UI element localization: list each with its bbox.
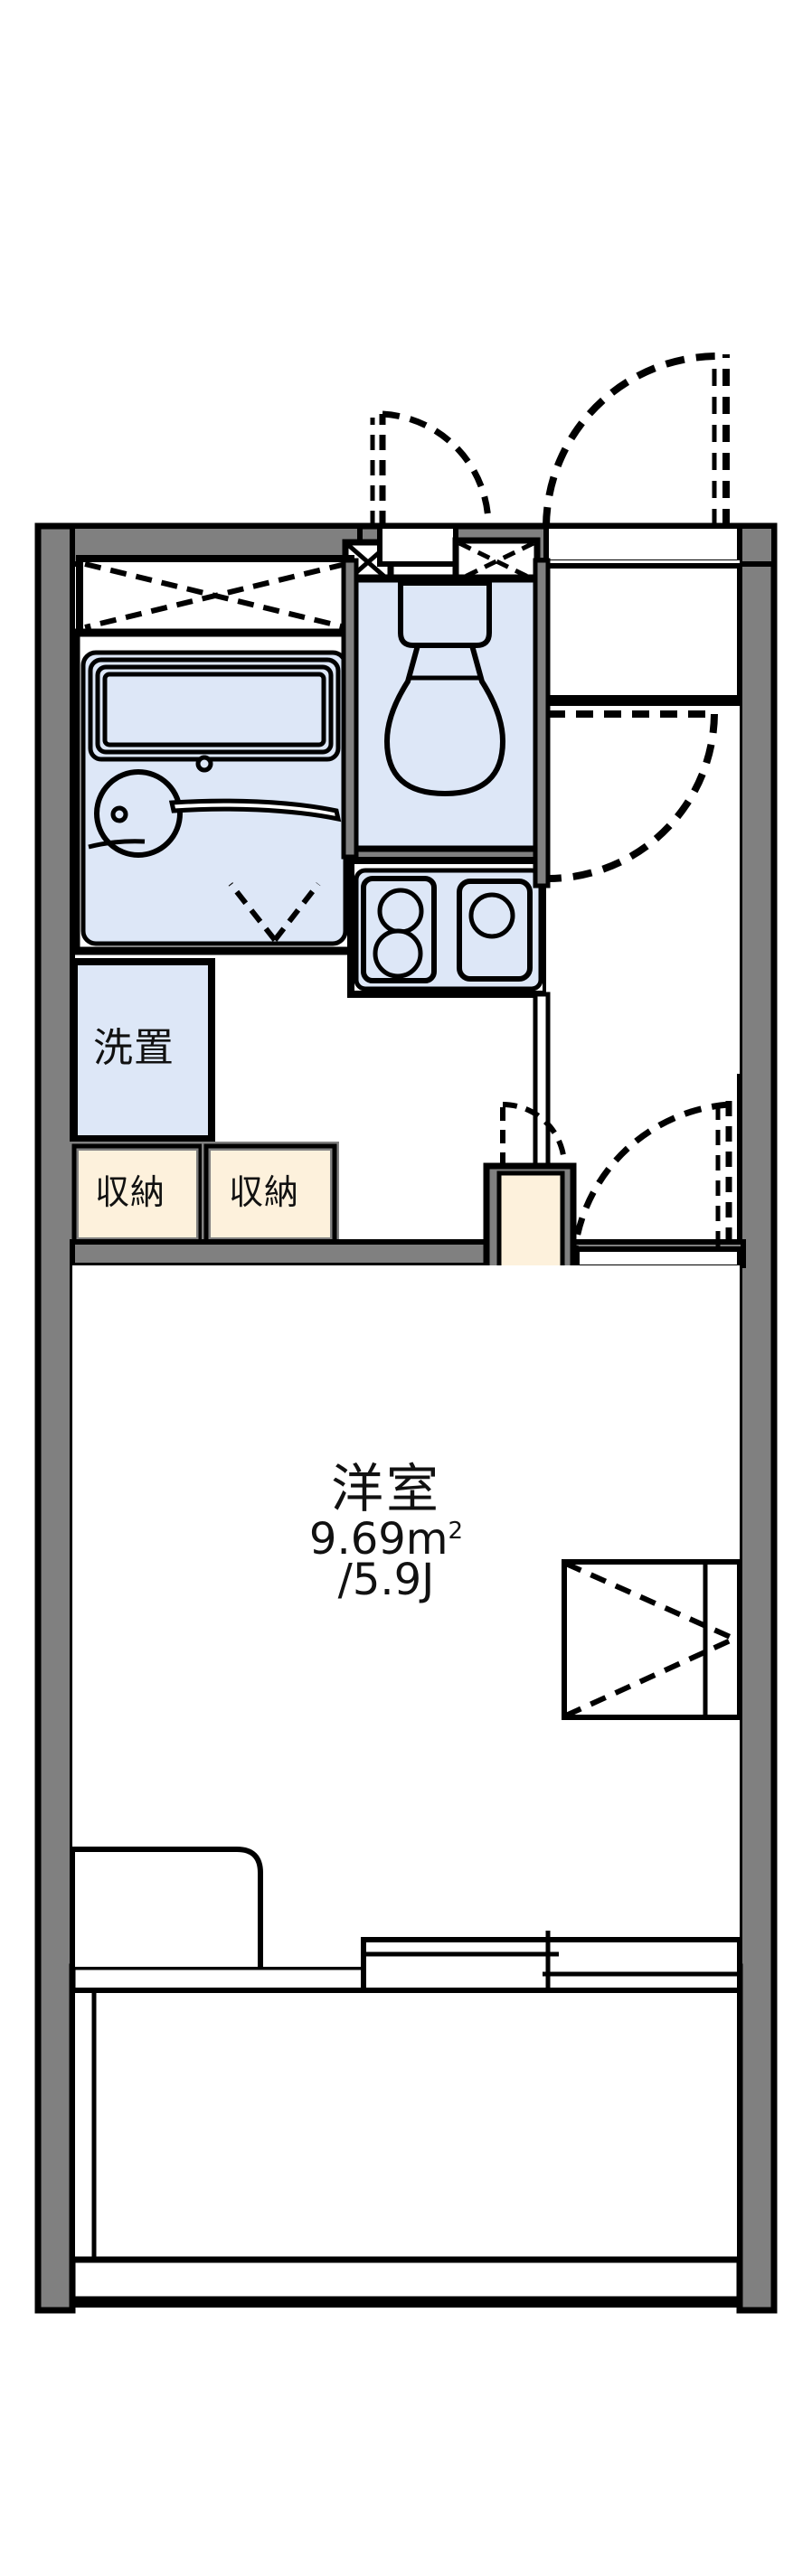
main-room-area-sqm: 9.69m2: [237, 1518, 535, 1562]
room-door-threshold: [574, 1246, 742, 1270]
sink-drain-icon: [468, 892, 515, 939]
main-room-area-superscript: 2: [448, 1518, 464, 1546]
vent-right-cross: [458, 541, 535, 582]
wash-basin-bowl: [94, 769, 183, 858]
main-room: [70, 1265, 742, 1967]
wash-counter-edge: [168, 798, 342, 823]
storage-row: [70, 1142, 339, 1246]
entrance-door-threshold: [543, 523, 742, 565]
stove-burner-2-icon: [373, 928, 423, 979]
main-room-name: 洋室: [330, 1458, 441, 1519]
entrance-door: [543, 353, 730, 527]
balcony-sliding-door: [361, 1931, 742, 2005]
genkan-step-box: [543, 563, 742, 700]
room-window-open-symbol: [564, 1561, 736, 1718]
room-alcove-counter: [72, 1847, 263, 1967]
entrance-hall: [543, 560, 742, 1074]
balcony: [69, 1988, 743, 2308]
hall-door-arc: [547, 713, 718, 882]
bath-window: [76, 555, 354, 636]
room-door: [570, 1101, 742, 1273]
toilet-door-arc: [382, 410, 492, 523]
top-wall-right-pier: [737, 523, 777, 567]
partition-corridor: [533, 558, 551, 888]
room-door-arc: [570, 1101, 730, 1270]
balcony-parapet: [69, 2256, 743, 2303]
toilet-tank: [398, 580, 492, 648]
washer-space-label: 洗置: [93, 1025, 175, 1071]
toilet-door-threshold: [377, 523, 458, 567]
unit-bath: [71, 628, 357, 955]
wash-basin-drain-icon: [110, 805, 128, 823]
cabinet-door-arc: [502, 1102, 567, 1165]
kitchen: [347, 847, 550, 998]
bath-window-open-symbol: [84, 561, 346, 630]
toilet-bowl: [383, 643, 506, 797]
bath-door-symbol: [228, 882, 321, 942]
entrance-cabinet-body: [496, 1170, 565, 1272]
basin-apron: [88, 839, 146, 850]
bathtub-drain-icon: [195, 755, 213, 773]
washer-space: [71, 958, 215, 1142]
main-room-label-group: 洋室 9.69m2 /5.9J: [237, 1462, 535, 1603]
partition-toilet-left: [341, 558, 359, 860]
toilet-door: [370, 410, 492, 526]
sliding-door-frame: [361, 1937, 742, 1993]
main-room-area-value: 9.69m: [308, 1514, 448, 1565]
storage-right-label: 収納: [228, 1172, 299, 1212]
entrance-door-arc: [543, 353, 716, 527]
room-window-frame: [562, 1559, 742, 1720]
washer-space-outline: [71, 958, 215, 1142]
storage-left-label: 収納: [94, 1172, 165, 1212]
main-room-area-jo: /5.9J: [337, 1555, 435, 1606]
balcony-floor: [70, 1988, 742, 2308]
toilet-room: [350, 574, 549, 854]
bathtub-basin: [102, 672, 326, 747]
stove-burner-1-icon: [377, 888, 424, 935]
